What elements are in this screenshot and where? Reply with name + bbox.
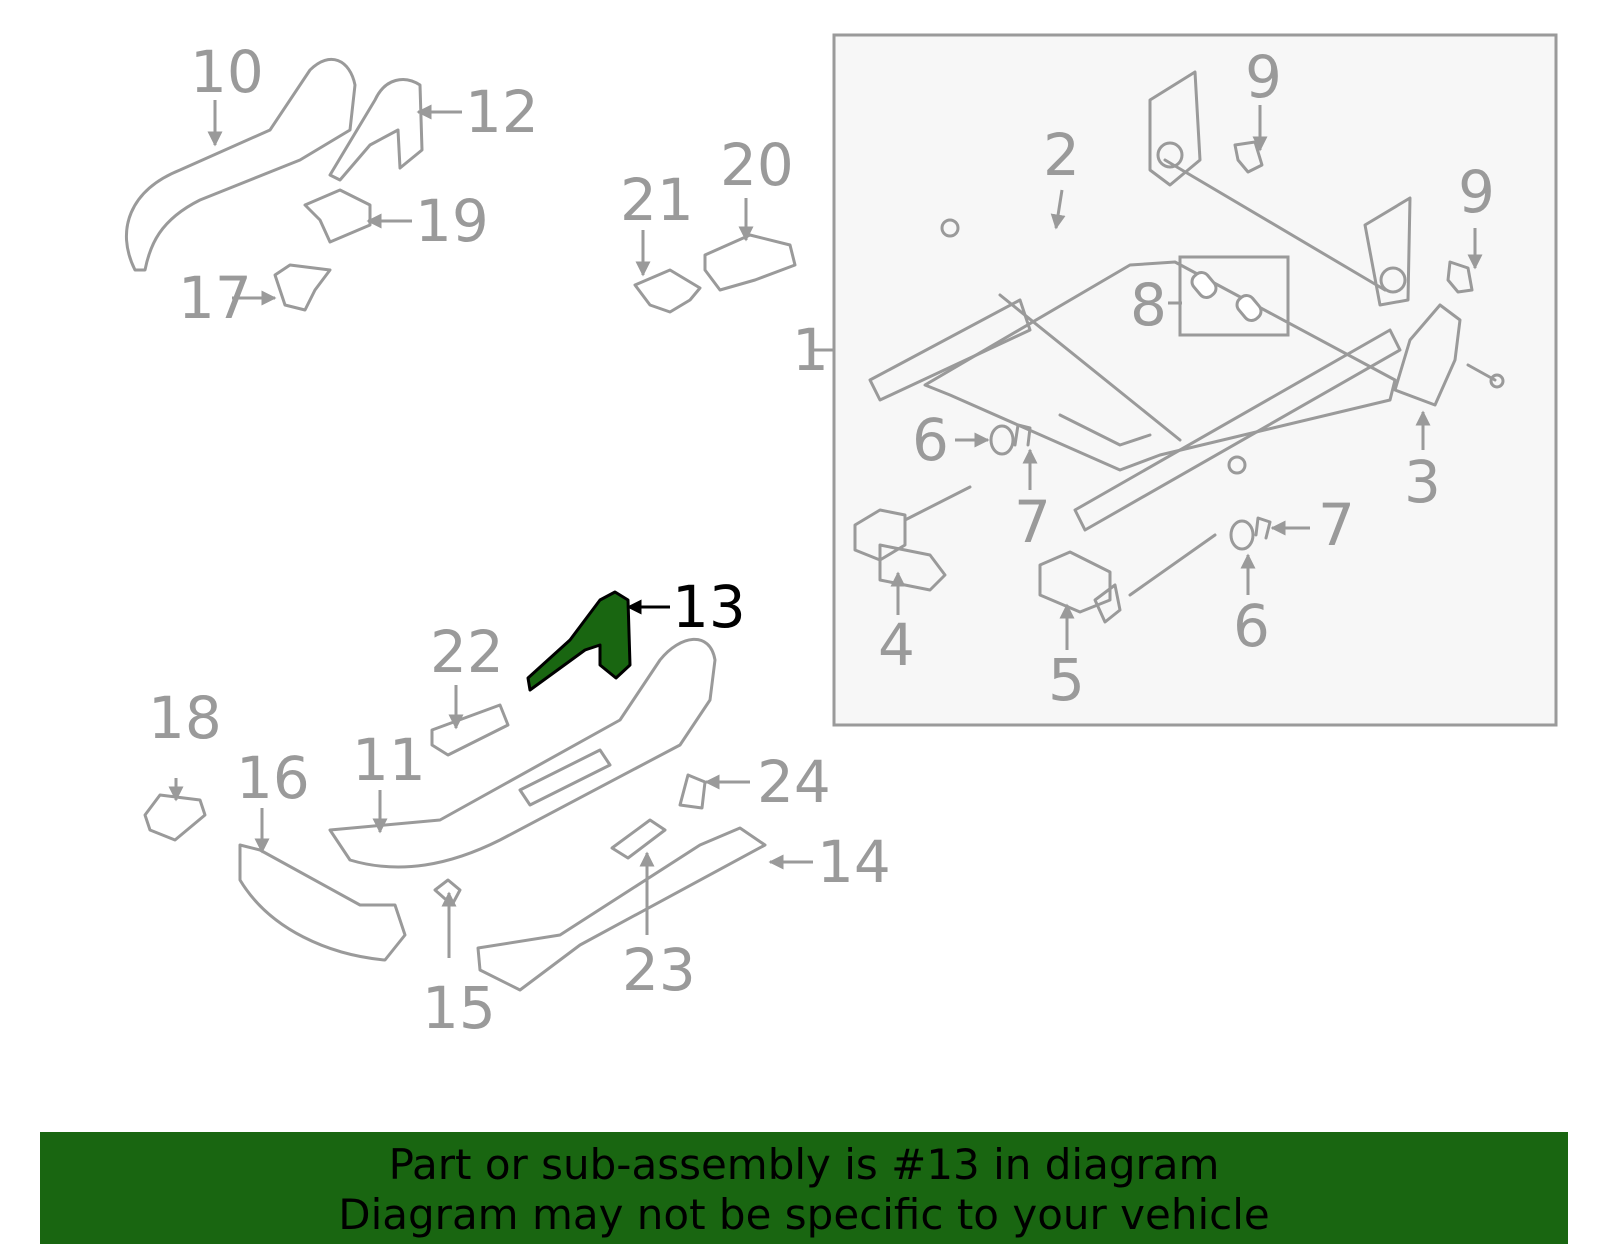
part-9-nut-b	[1446, 260, 1474, 294]
callout-2: 2	[1043, 121, 1080, 189]
callout-23: 23	[622, 936, 696, 1004]
callout-7b: 7	[1318, 491, 1355, 559]
part-23-trim	[610, 818, 667, 860]
part-21-clip	[633, 268, 702, 314]
callout-1: 1	[792, 316, 829, 384]
info-banner: Part or sub-assembly is #13 in diagram D…	[40, 1132, 1568, 1244]
part-3-bracket	[1393, 303, 1462, 407]
banner-line-2: Diagram may not be specific to your vehi…	[338, 1190, 1270, 1239]
part-11-side-cover	[328, 637, 717, 869]
callout-15: 15	[422, 974, 496, 1042]
callout-13: 13	[672, 573, 746, 641]
callout-22: 22	[430, 618, 504, 686]
callout-24: 24	[757, 748, 831, 816]
callout-17: 17	[178, 264, 252, 332]
part-10-side-cover	[125, 57, 357, 272]
callout-10: 10	[190, 38, 264, 106]
banner-line-1: Part or sub-assembly is #13 in diagram	[388, 1140, 1220, 1189]
part-19-clip	[303, 188, 372, 244]
callout-20: 20	[720, 131, 794, 199]
part-20-bracket	[703, 233, 797, 292]
part-7-clip-b	[1254, 516, 1272, 540]
callout-3: 3	[1404, 448, 1441, 516]
callout-6a: 6	[912, 406, 949, 474]
part-22-connector	[430, 703, 510, 757]
callout-9b: 9	[1458, 158, 1495, 226]
callout-18: 18	[148, 684, 222, 752]
part-17-clip	[273, 263, 332, 312]
callout-12: 12	[465, 78, 539, 146]
seat-track-assembly-box	[832, 33, 1558, 727]
part-8-pins	[1178, 255, 1290, 337]
callout-5: 5	[1048, 646, 1085, 714]
callout-4: 4	[878, 611, 915, 679]
part-18-clip	[143, 793, 207, 842]
part-24-cap	[678, 773, 707, 810]
part-14-rail-cover	[476, 826, 767, 992]
part-4-motor	[853, 485, 972, 592]
part-12-cover	[328, 78, 424, 182]
part-9-nut-a	[1233, 140, 1264, 174]
leader-lines	[168, 100, 1483, 958]
part-7-clip-a	[1013, 423, 1032, 447]
callout-14: 14	[817, 828, 891, 896]
part-6-washer-b	[1229, 519, 1255, 551]
part-6-washer-a	[989, 424, 1015, 456]
callout-6b: 6	[1233, 592, 1270, 660]
callout-8: 8	[1130, 271, 1167, 339]
callout-7a: 7	[1014, 488, 1051, 556]
part-13-highlighted	[526, 590, 632, 692]
part-16-trim	[238, 843, 407, 962]
seat-frame-part-2	[868, 70, 1412, 532]
callout-16: 16	[236, 744, 310, 812]
callout-9a: 9	[1245, 43, 1282, 111]
callout-21: 21	[620, 166, 694, 234]
callout-19: 19	[415, 187, 489, 255]
part-5-motor	[1038, 533, 1217, 624]
callout-11: 11	[352, 726, 426, 794]
